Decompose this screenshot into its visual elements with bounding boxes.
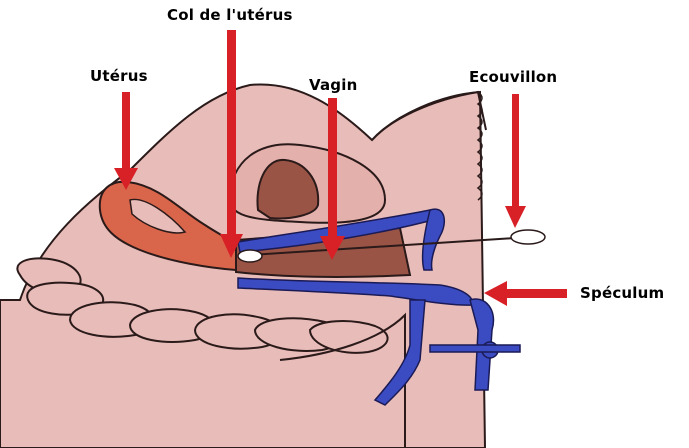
label-speculum: Spéculum <box>580 284 664 302</box>
arrow-speculum <box>484 281 567 306</box>
label-ecouvillon: Ecouvillon <box>469 68 557 86</box>
label-uterus: Utérus <box>90 67 148 85</box>
label-col-uterus: Col de l'utérus <box>167 6 293 24</box>
label-vagin: Vagin <box>309 76 357 94</box>
arrow-ecouvillon <box>505 94 526 228</box>
